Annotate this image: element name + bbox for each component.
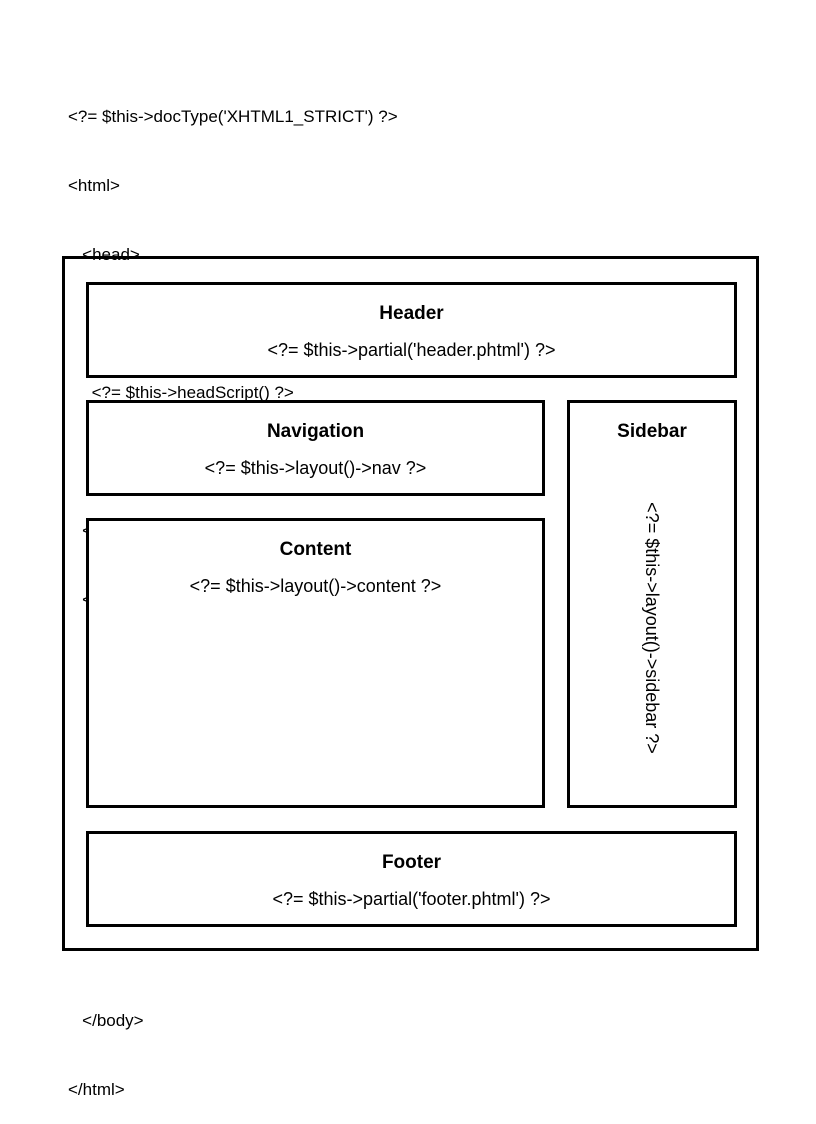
region-footer-title: Footer [381,852,442,873]
region-sidebar-code: <?= $this->layout()->sidebar ?> [642,502,662,754]
code-line: <html> [68,176,120,195]
code-line: <?= $this->docType('XHTML1_STRICT') ?> [68,107,398,126]
region-sidebar: Sidebar <?= $this->layout()->sidebar ?> [567,400,737,808]
region-header: Header <?= $this->partial('header.phtml'… [86,282,737,378]
region-navigation-code: <?= $this->layout()->nav ?> [204,458,427,478]
region-navigation: Navigation <?= $this->layout()->nav ?> [86,400,545,496]
region-sidebar-code-wrapper: <?= $this->layout()->sidebar ?> [570,455,734,801]
code-line: </body> [68,1011,144,1030]
region-footer-code: <?= $this->partial('footer.phtml') ?> [272,889,551,909]
page-body-frame: Header <?= $this->partial('header.phtml'… [62,256,759,951]
region-footer: Footer <?= $this->partial('footer.phtml'… [86,831,737,927]
code-line: <head> [68,245,140,264]
region-content: Content <?= $this->layout()->content ?> [86,518,545,808]
code-line: </html> [68,1080,125,1099]
code-block-bottom: </body> </html> [68,963,144,1124]
region-header-title: Header [379,303,444,324]
region-navigation-title: Navigation [266,421,365,442]
region-content-title: Content [279,539,352,560]
region-header-code: <?= $this->partial('header.phtml') ?> [267,340,556,360]
code-line: <?= $this->headScript() ?> [68,383,294,402]
region-content-code: <?= $this->layout()->content ?> [189,576,442,596]
region-sidebar-title: Sidebar [617,421,687,442]
